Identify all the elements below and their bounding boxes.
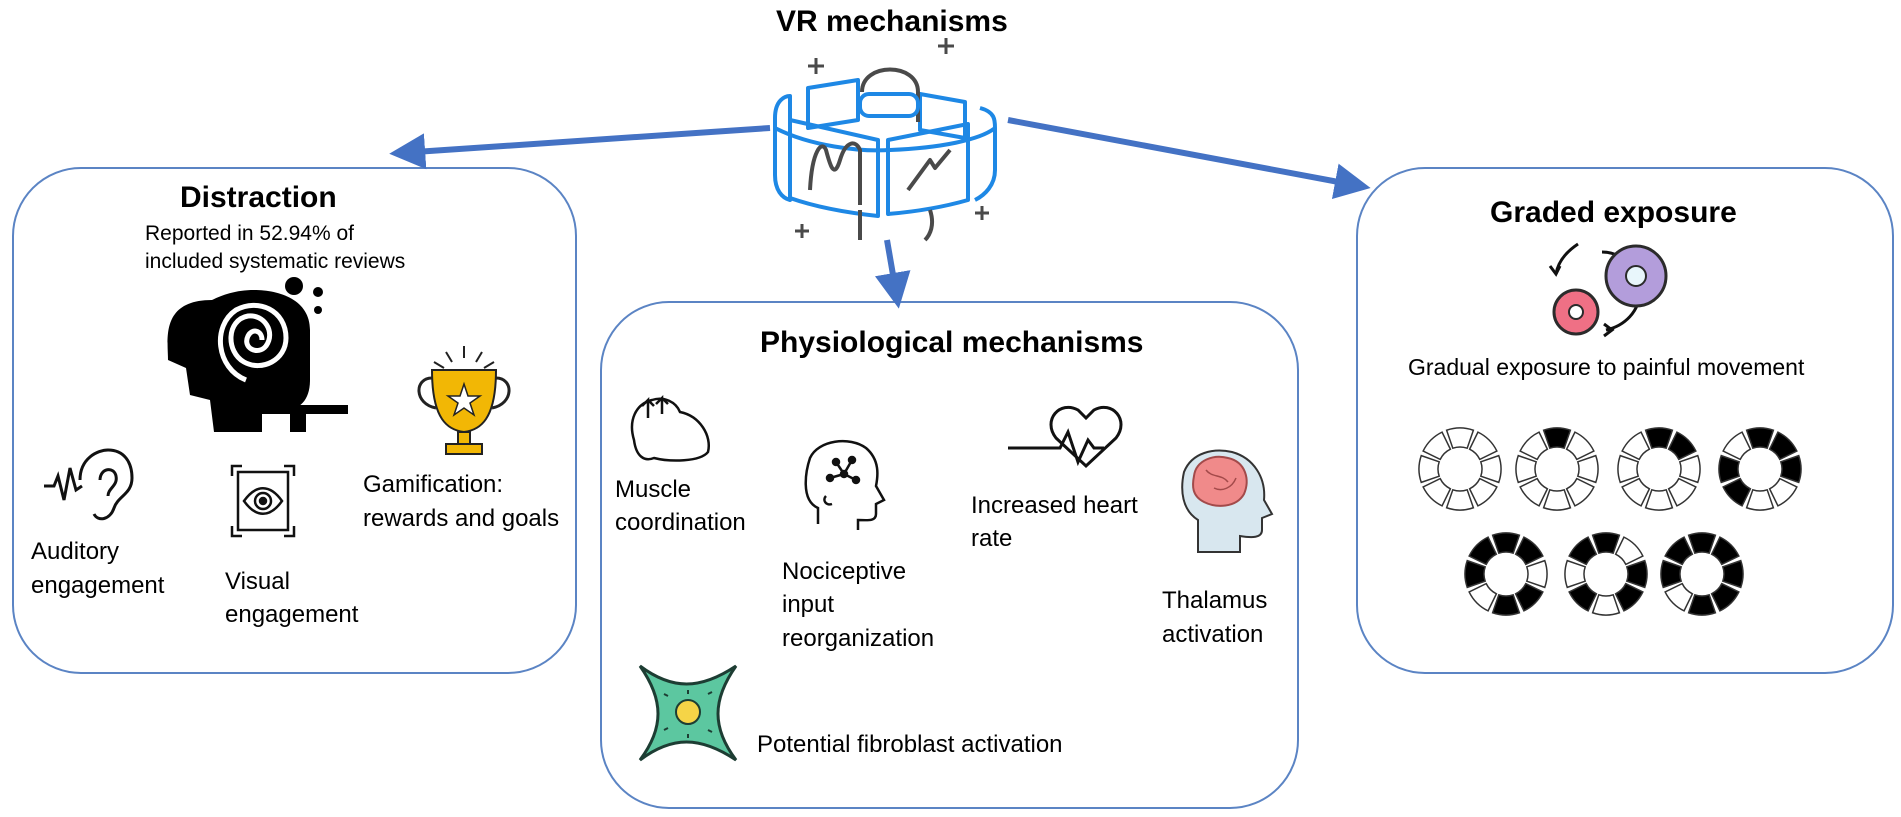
progress-ring-segment <box>1667 431 1697 461</box>
progress-ring-segment <box>1464 559 1487 589</box>
progress-ring-segment <box>1745 488 1775 511</box>
vr-headset-icon <box>773 38 997 242</box>
progress-rings <box>1418 427 1802 616</box>
progress-ring-segment <box>1617 454 1640 484</box>
gears-cycle-icon <box>1548 242 1668 338</box>
thalamus-label-1: Thalamus <box>1162 587 1267 614</box>
progress-ring-segment <box>1576 454 1599 484</box>
progress-ring-segment <box>1591 593 1621 616</box>
fibroblast-label: Potential fibroblast activation <box>757 731 1063 758</box>
progress-ring-segment <box>1514 536 1544 566</box>
progress-ring-segment <box>1515 454 1538 484</box>
visual-label-2: engagement <box>225 601 359 628</box>
progress-ring-segment <box>1722 431 1752 461</box>
gamification-label-2: rewards and goals <box>363 505 559 532</box>
progress-ring-segment <box>1542 488 1572 511</box>
progress-ring-segment <box>1591 532 1621 555</box>
progress-ring-segment <box>1468 477 1498 507</box>
progress-ring-segment <box>1660 559 1683 589</box>
muscle-arm-icon <box>630 394 711 462</box>
progress-ring-segment <box>1687 593 1717 616</box>
progress-ring-segment <box>1542 427 1572 450</box>
progress-ring-segment <box>1710 582 1740 612</box>
progress-ring-segment <box>1568 582 1598 612</box>
progress-ring-segment <box>1621 431 1651 461</box>
progress-ring-segment <box>1667 477 1697 507</box>
eye-icon <box>230 464 296 538</box>
thalamus-label-2: activation <box>1162 621 1263 648</box>
trophy-icon <box>417 346 511 455</box>
muscle-label-1: Muscle <box>615 476 691 503</box>
progress-ring-segment <box>1664 536 1694 566</box>
heartbeat-icon <box>1008 405 1123 469</box>
progress-ring-segment <box>1644 488 1674 511</box>
progress-ring-segment <box>1445 427 1475 450</box>
muscle-label-2: coordination <box>615 509 746 536</box>
progress-ring-segment <box>1779 454 1802 484</box>
distraction-note-line2: included systematic reviews <box>145 250 405 273</box>
progress-ring-segment <box>1445 488 1475 511</box>
progress-ring-segment <box>1565 431 1595 461</box>
brain-head-icon <box>1181 449 1274 553</box>
progress-ring-segment <box>1745 427 1775 450</box>
graded-exposure-title: Graded exposure <box>1490 196 1737 229</box>
progress-ring-segment <box>1491 532 1521 555</box>
auditory-label-1: Auditory <box>31 538 119 565</box>
physiological-panel <box>600 301 1299 809</box>
arrow-to-distraction <box>389 125 771 170</box>
nociceptive-label-2: input <box>782 591 834 618</box>
progress-ring-segment <box>1721 559 1744 589</box>
arrow-to-graded-exposure <box>1007 117 1371 200</box>
distraction-title: Distraction <box>180 181 337 214</box>
progress-ring-segment <box>1664 582 1694 612</box>
ear-icon <box>44 448 134 521</box>
progress-ring-segment <box>1678 454 1701 484</box>
progress-ring-segment <box>1768 477 1798 507</box>
physiological-title: Physiological mechanisms <box>760 326 1143 359</box>
progress-ring-segment <box>1519 477 1549 507</box>
nociceptive-label-3: reorganization <box>782 625 934 652</box>
heart-label-2: rate <box>971 525 1012 552</box>
progress-ring-segment <box>1468 536 1498 566</box>
progress-ring-segment <box>1621 477 1651 507</box>
main-title: VR mechanisms <box>776 5 1008 38</box>
auditory-label-2: engagement <box>31 572 165 599</box>
progress-ring-segment <box>1718 454 1741 484</box>
fibroblast-cell-icon <box>638 664 738 762</box>
progress-ring-segment <box>1625 559 1648 589</box>
head-network-icon <box>804 440 886 530</box>
progress-ring-segment <box>1564 559 1587 589</box>
progress-ring-segment <box>1491 593 1521 616</box>
progress-ring-segment <box>1519 431 1549 461</box>
progress-ring-segment <box>1479 454 1502 484</box>
visual-label-1: Visual <box>225 568 290 595</box>
progress-ring-segment <box>1418 454 1441 484</box>
progress-ring-segment <box>1525 559 1548 589</box>
gamification-label-1: Gamification: <box>363 471 503 498</box>
progress-ring-segment <box>1687 532 1717 555</box>
progress-ring-segment <box>1614 582 1644 612</box>
progress-ring-segment <box>1565 477 1595 507</box>
graded-exposure-subtitle: Gradual exposure to painful movement <box>1408 354 1805 380</box>
arrow-to-physiological <box>874 239 911 309</box>
progress-ring-segment <box>1768 431 1798 461</box>
progress-ring-segment <box>1722 477 1752 507</box>
progress-ring-segment <box>1422 477 1452 507</box>
progress-ring-segment <box>1614 536 1644 566</box>
progress-ring-segment <box>1422 431 1452 461</box>
spiral-head-icon <box>167 277 348 432</box>
progress-ring-segment <box>1710 536 1740 566</box>
distraction-note-line1: Reported in 52.94% of <box>145 222 354 245</box>
nociceptive-label-1: Nociceptive <box>782 558 906 585</box>
progress-ring-segment <box>1468 582 1498 612</box>
heart-label-1: Increased heart <box>971 492 1138 519</box>
progress-ring-segment <box>1644 427 1674 450</box>
progress-ring-segment <box>1514 582 1544 612</box>
progress-ring-segment <box>1568 536 1598 566</box>
progress-ring-segment <box>1468 431 1498 461</box>
